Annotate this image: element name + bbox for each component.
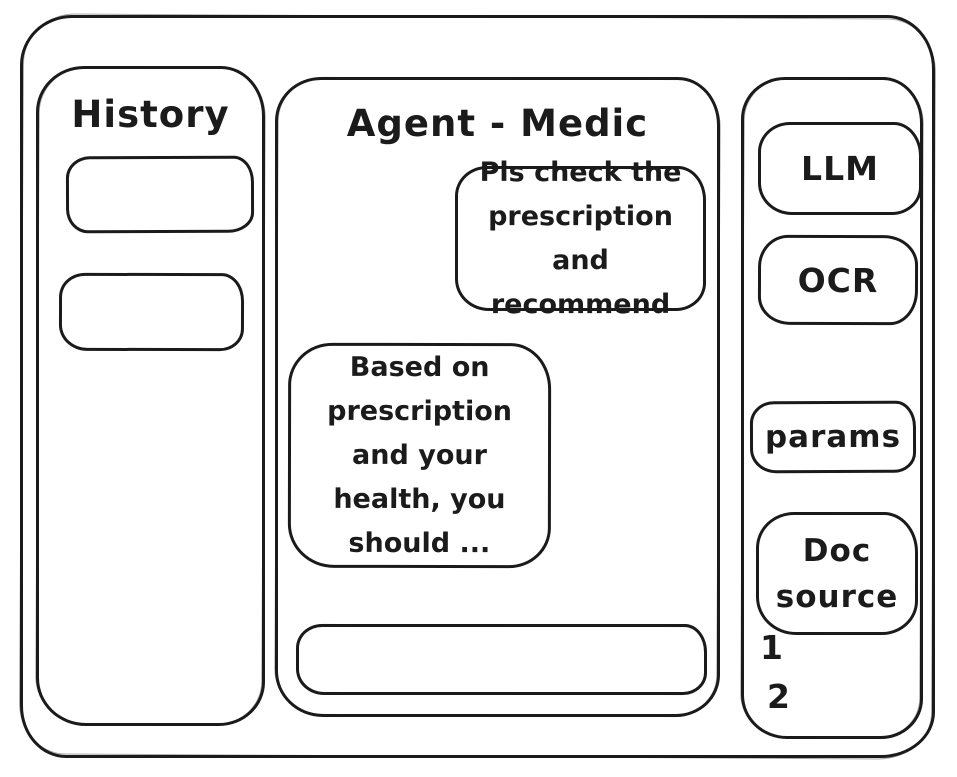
history-panel: History xyxy=(36,66,265,726)
tool-params-label: params xyxy=(764,418,902,456)
assistant-message-text: Based on prescription and your health, y… xyxy=(327,351,513,559)
assistant-message-bubble: Based on prescription and your health, y… xyxy=(287,342,552,569)
tool-doc-source-label: Doc source xyxy=(775,532,899,615)
doc-source-item[interactable]: 1 xyxy=(760,628,783,667)
tool-ocr-button[interactable]: OCR xyxy=(757,234,919,326)
chat-panel: Agent - Medic Pls check the prescription… xyxy=(275,77,720,717)
app-frame: History Agent - Medic Pls check the pres… xyxy=(20,15,935,758)
user-message-bubble: Pls check the prescription and recommend xyxy=(455,157,706,320)
tools-panel: LLM OCR params Doc source 1 2 xyxy=(741,77,923,739)
chat-title: Agent - Medic xyxy=(346,102,649,145)
tool-ocr-label: OCR xyxy=(797,260,879,300)
history-item[interactable] xyxy=(58,272,245,352)
doc-source-item[interactable]: 2 xyxy=(767,677,790,716)
tool-doc-source-button[interactable]: Doc source xyxy=(756,512,918,635)
tool-params-button[interactable]: params xyxy=(749,400,917,474)
message-input[interactable] xyxy=(296,624,707,695)
user-message-text: Pls check the prescription and recommend xyxy=(479,156,682,320)
tool-llm-button[interactable]: LLM xyxy=(758,122,922,215)
doc-source-list: 1 2 xyxy=(760,628,790,716)
history-title: History xyxy=(71,93,230,136)
history-item[interactable] xyxy=(65,155,255,234)
tool-llm-label: LLM xyxy=(801,149,879,188)
